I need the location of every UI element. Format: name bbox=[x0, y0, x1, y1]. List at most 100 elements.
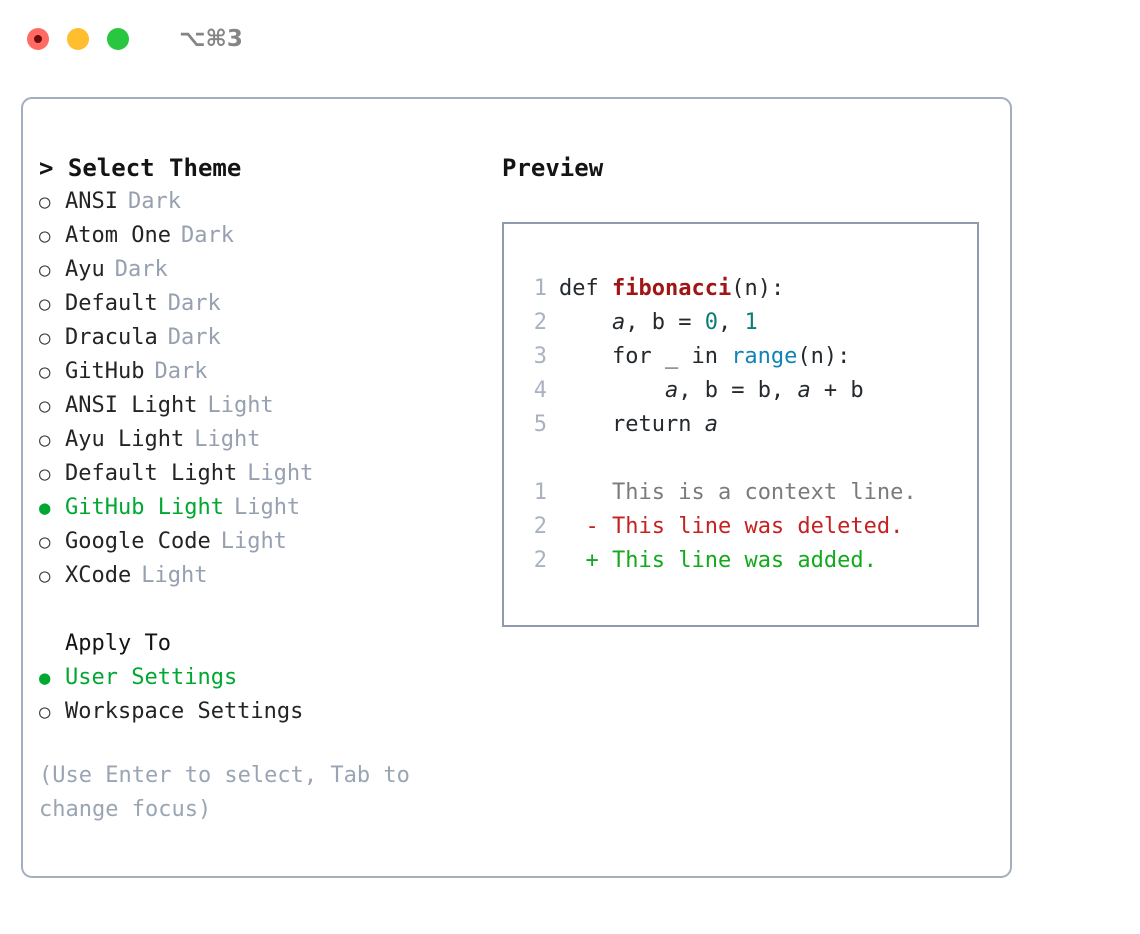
code-token: fibonacci bbox=[611, 276, 732, 301]
theme-name-label: Dracula bbox=[65, 325, 158, 350]
theme-variant-tag: Light bbox=[247, 461, 314, 486]
apply-to-item[interactable]: ● User Settings bbox=[39, 661, 499, 695]
theme-list-item[interactable]: ○ Default Light Light bbox=[39, 457, 499, 491]
theme-variant-tag: Light bbox=[233, 495, 301, 520]
diff-text: This line was deleted. bbox=[598, 514, 904, 539]
title-bar: ⌥⌘3 bbox=[0, 0, 1140, 78]
radio-unselected-icon[interactable]: ○ bbox=[39, 429, 51, 451]
theme-name-label: Ayu bbox=[65, 257, 105, 282]
code-line-text: for _ in range(n): bbox=[559, 340, 850, 374]
theme-name-label: GitHub Light bbox=[65, 495, 224, 520]
radio-unselected-icon[interactable]: ○ bbox=[39, 327, 51, 349]
minimize-button-icon[interactable] bbox=[67, 28, 89, 50]
code-token: for _ in bbox=[559, 344, 732, 369]
diff-line: 1 This is a context line. bbox=[521, 476, 977, 510]
line-number: 1 bbox=[533, 480, 547, 505]
code-token: 1 bbox=[744, 310, 758, 335]
code-token: = bbox=[664, 310, 705, 335]
theme-variant-tag: Light bbox=[194, 427, 261, 452]
code-line: 3 for _ in range(n): bbox=[521, 340, 977, 374]
apply-to-header: Apply To bbox=[65, 631, 171, 656]
line-number: 3 bbox=[533, 344, 547, 369]
diff-marker: - bbox=[559, 514, 599, 539]
theme-list-item[interactable]: ○ ANSI Dark bbox=[39, 185, 499, 219]
line-number: 2 bbox=[533, 514, 547, 539]
theme-name-label: Default Light bbox=[65, 461, 238, 486]
code-token: a bbox=[797, 378, 811, 403]
theme-list-item[interactable]: ● GitHub Light Light bbox=[39, 491, 499, 525]
keyboard-shortcut-label: ⌥⌘3 bbox=[179, 26, 243, 52]
radio-unselected-icon[interactable]: ○ bbox=[39, 565, 51, 587]
apply-to-item[interactable]: ○Workspace Settings bbox=[39, 695, 499, 729]
code-line-text: a, b = b, a + b bbox=[559, 374, 864, 408]
apply-to-label: User Settings bbox=[65, 665, 238, 690]
theme-variant-tag: Light bbox=[220, 529, 287, 554]
theme-list-item[interactable]: ○ ANSI Light Light bbox=[39, 389, 499, 423]
code-token: , bbox=[625, 310, 652, 335]
line-number: 2 bbox=[533, 310, 547, 335]
theme-list-item[interactable]: ○ XCode Light bbox=[39, 559, 499, 593]
preview-title: Preview bbox=[502, 154, 604, 182]
diff-line: 2 - This line was deleted. bbox=[521, 510, 977, 544]
code-token: b bbox=[651, 310, 665, 335]
close-button-icon[interactable] bbox=[27, 28, 49, 50]
code-token: return bbox=[559, 412, 705, 437]
theme-name-label: GitHub bbox=[65, 359, 145, 384]
radio-unselected-icon[interactable]: ○ bbox=[39, 701, 51, 723]
radio-selected-icon[interactable]: ● bbox=[39, 497, 51, 519]
code-line: 4 a, b = b, a + b bbox=[521, 374, 977, 408]
theme-variant-tag: Dark bbox=[127, 189, 181, 214]
line-number: 4 bbox=[533, 378, 547, 403]
code-token: a bbox=[664, 378, 679, 403]
radio-unselected-icon[interactable]: ○ bbox=[39, 463, 51, 485]
radio-unselected-icon[interactable]: ○ bbox=[39, 191, 51, 213]
radio-unselected-icon[interactable]: ○ bbox=[39, 225, 51, 247]
radio-unselected-icon[interactable]: ○ bbox=[39, 531, 51, 553]
code-token: a bbox=[704, 412, 718, 437]
maximize-button-icon[interactable] bbox=[107, 28, 129, 50]
theme-variant-tag: Dark bbox=[167, 291, 221, 316]
theme-name-label: Ayu Light bbox=[65, 427, 185, 452]
theme-variant-tag: Light bbox=[207, 393, 274, 418]
theme-name-label: ANSI Light bbox=[65, 393, 198, 418]
code-token: , bbox=[717, 310, 745, 335]
select-theme-header: > Select Theme bbox=[39, 154, 242, 182]
theme-variant-tag: Dark bbox=[180, 223, 234, 248]
code-token bbox=[559, 310, 612, 335]
apply-to-list[interactable]: ● User Settings ○Workspace Settings bbox=[39, 661, 499, 729]
code-token: range bbox=[731, 344, 798, 369]
theme-name-label: XCode bbox=[65, 563, 132, 588]
theme-variant-tag: Dark bbox=[167, 325, 221, 350]
code-token: a bbox=[611, 310, 626, 335]
theme-list-item[interactable]: ○ Dracula Dark bbox=[39, 321, 499, 355]
code-line-text: def fibonacci(n): bbox=[559, 272, 784, 306]
line-number: 2 bbox=[533, 548, 547, 573]
code-token: + b bbox=[810, 378, 864, 403]
radio-selected-icon[interactable]: ● bbox=[39, 667, 51, 689]
theme-list-item[interactable]: ○ Atom One Dark bbox=[39, 219, 499, 253]
theme-variant-tag: Light bbox=[141, 563, 208, 588]
radio-unselected-icon[interactable]: ○ bbox=[39, 395, 51, 417]
window-controls bbox=[27, 28, 129, 50]
theme-list-item[interactable]: ○ Google Code Light bbox=[39, 525, 499, 559]
theme-list-item[interactable]: ○ Ayu Light Light bbox=[39, 423, 499, 457]
theme-name-label: ANSI bbox=[65, 189, 118, 214]
line-number: 5 bbox=[533, 412, 547, 437]
radio-unselected-icon[interactable]: ○ bbox=[39, 259, 51, 281]
theme-name-label: Atom One bbox=[65, 223, 171, 248]
theme-name-label: Google Code bbox=[65, 529, 211, 554]
radio-unselected-icon[interactable]: ○ bbox=[39, 293, 51, 315]
code-token: def bbox=[559, 276, 612, 301]
code-token bbox=[559, 378, 665, 403]
radio-unselected-icon[interactable]: ○ bbox=[39, 361, 51, 383]
code-token: (n): bbox=[797, 344, 851, 369]
